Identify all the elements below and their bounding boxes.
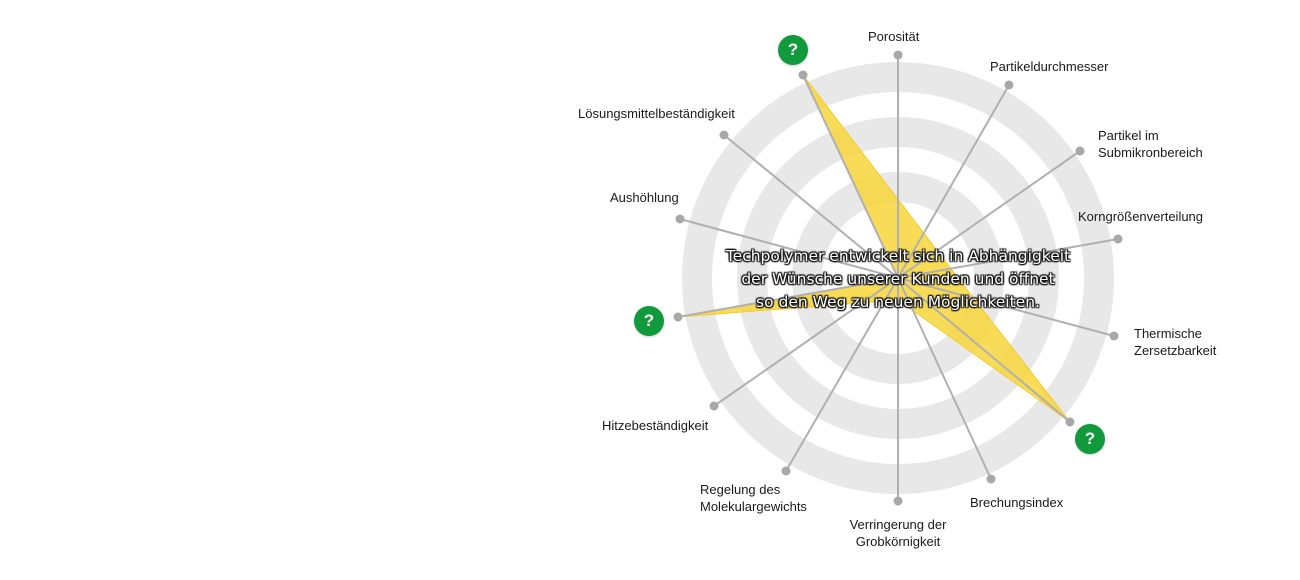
dot-hitzebestaendigkeit bbox=[709, 401, 719, 411]
spoke-submikron bbox=[897, 150, 1081, 279]
spokes bbox=[677, 55, 1119, 501]
spoke-highlight-c bbox=[677, 277, 899, 318]
help-button-left[interactable]: ? bbox=[634, 306, 664, 336]
axis-label-aushoehlung: Aushöhlung bbox=[610, 190, 679, 205]
spoke-highlight-b bbox=[897, 277, 1071, 423]
dot-submikron bbox=[1075, 146, 1085, 156]
spoke-hitzebestaendigkeit bbox=[713, 277, 899, 407]
spoke-korngroesse bbox=[897, 238, 1119, 279]
axis-label-brechungsindex: Brechungsindex bbox=[970, 495, 1064, 510]
spoke-loesungsmittel bbox=[723, 134, 899, 279]
axis-label-loesungsmittel: Lösungsmittelbeständigkeit bbox=[578, 106, 735, 121]
axis-label-hitzebestaendigkeit: Hitzebeständigkeit bbox=[602, 418, 709, 433]
dot-porositaet bbox=[893, 50, 903, 60]
axis-label-thermische: Thermische Zersetzbarkeit bbox=[1134, 326, 1217, 358]
axis-label-molekulargewicht: Regelung des Molekulargewichts bbox=[700, 482, 807, 514]
center-statement: Techpolymer entwickelt sich in Abhängigk… bbox=[690, 245, 1106, 314]
dot-highlight-c bbox=[673, 312, 683, 322]
dot-korngroesse bbox=[1113, 234, 1123, 244]
axis-label-korngroesse: Korngrößenverteilung bbox=[1078, 209, 1204, 224]
spoke-highlight-a bbox=[802, 74, 899, 279]
spoke-aushoehlung bbox=[679, 218, 899, 279]
dot-highlight-b bbox=[1065, 417, 1075, 427]
help-button-top[interactable]: ? bbox=[778, 35, 808, 65]
dot-molekulargewicht bbox=[781, 466, 791, 476]
spoke-brechungsindex bbox=[897, 277, 992, 480]
center-statement-line-2: der Wünsche unserer Kunden und öffnet bbox=[741, 270, 1055, 288]
dot-brechungsindex bbox=[986, 474, 996, 484]
dot-highlight-a bbox=[798, 70, 808, 80]
dot-loesungsmittel bbox=[719, 130, 729, 140]
axis-label-submikron: Partikel im Submikronbereich bbox=[1098, 128, 1203, 160]
help-button-bottom-right[interactable]: ? bbox=[1075, 424, 1105, 454]
axis-label-porositaet: Porosität bbox=[868, 29, 920, 44]
spoke-partikeldurchmesser bbox=[897, 84, 1010, 279]
axis-label-partikeldurchmesser: Partikeldurchmesser bbox=[990, 59, 1109, 74]
dot-thermische bbox=[1109, 331, 1119, 341]
spoke-molekulargewicht bbox=[785, 277, 899, 472]
axis-label-grobkoernigkeit: Verringerung der Grobkörnigkeit bbox=[849, 517, 947, 549]
center-statement-line-1: Techpolymer entwickelt sich in Abhängigk… bbox=[725, 247, 1071, 265]
dot-aushoehlung bbox=[675, 214, 685, 224]
dot-partikeldurchmesser bbox=[1004, 80, 1014, 90]
center-statement-line-3: so den Weg zu neuen Möglichkeiten. bbox=[756, 293, 1040, 311]
axis-dots bbox=[673, 50, 1123, 506]
spoke-thermische bbox=[897, 277, 1115, 337]
dot-grobkoernigkeit bbox=[893, 496, 903, 506]
